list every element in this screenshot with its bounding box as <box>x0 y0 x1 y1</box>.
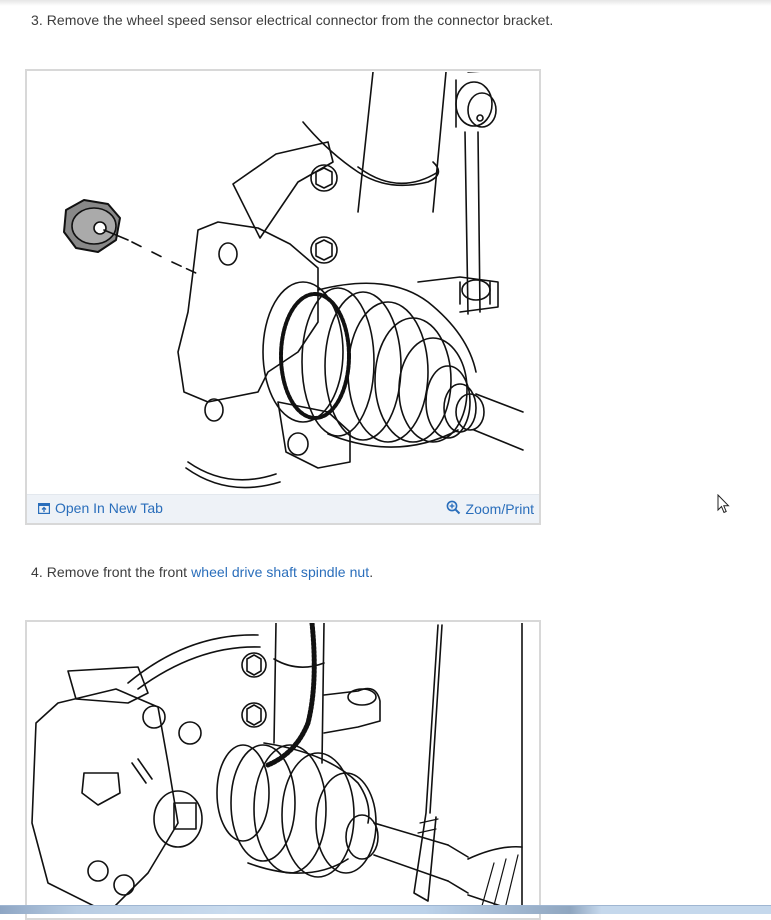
step-text-after: . <box>369 564 374 580</box>
caliper-axle-diagram <box>31 623 523 913</box>
zoom-print-label: Zoom/Print <box>465 501 534 517</box>
zoom-print-link[interactable]: Zoom/Print <box>446 497 534 517</box>
page-top-shadow <box>0 0 771 6</box>
step-number: 4. <box>31 564 43 580</box>
step-text: Remove the wheel speed sensor electrical… <box>46 12 554 28</box>
step-3-instruction: 3. Remove the wheel speed sensor electri… <box>31 11 553 29</box>
step-number: 3. <box>31 12 43 28</box>
figure-hub-knuckle: Open In New Tab Zoom/Print <box>25 69 541 525</box>
open-in-new-tab-label: Open In New Tab <box>55 500 163 516</box>
step-text-before: Remove front the front <box>46 564 192 580</box>
figure-caliper-axle <box>25 620 541 920</box>
zoom-in-magnifier-icon <box>446 500 460 514</box>
taskbar-strip <box>0 905 771 914</box>
open-in-new-tab-icon <box>38 502 50 514</box>
open-in-new-tab-link[interactable]: Open In New Tab <box>38 500 163 516</box>
figure-footer: Open In New Tab Zoom/Print <box>27 494 539 523</box>
mouse-pointer-icon <box>717 494 730 514</box>
hub-knuckle-diagram <box>63 72 524 489</box>
spindle-nut-link[interactable]: wheel drive shaft spindle nut <box>191 564 370 580</box>
step-4-instruction: 4. Remove front the front wheel drive sh… <box>31 563 373 581</box>
